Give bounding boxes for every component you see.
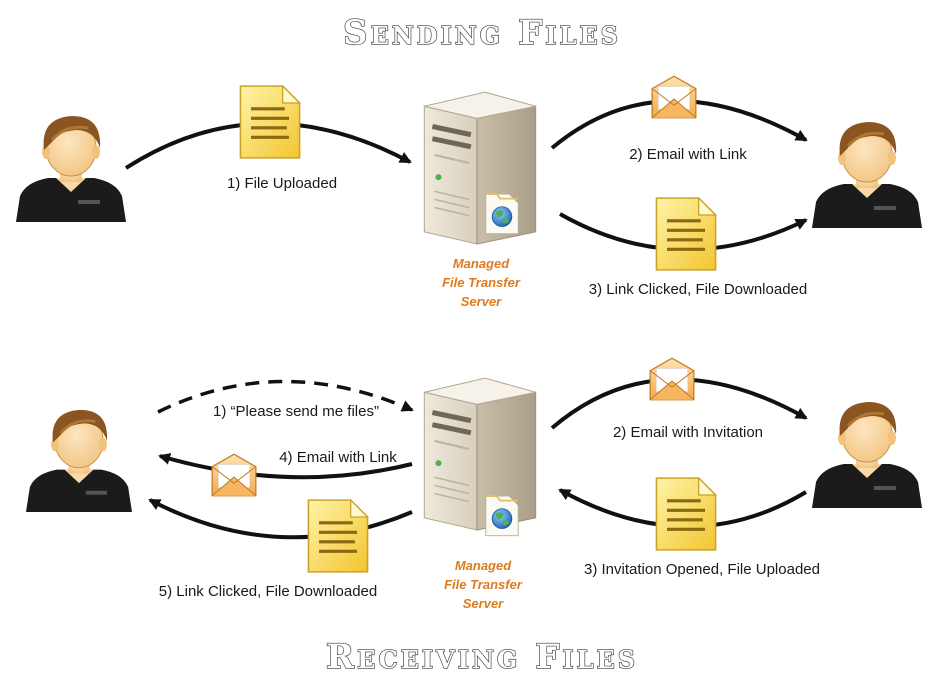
label-receive-step3: 3) Invitation Opened, File Uploaded <box>584 561 820 578</box>
title-sending: Sending Files <box>343 13 621 53</box>
arrow-email-with-link-back <box>158 453 413 480</box>
label-receive-step4: 4) Email with Link <box>279 449 397 466</box>
envelope-icon-email-link-back <box>211 453 257 497</box>
label-receive-step1: 1) “Please send me files” <box>213 403 379 420</box>
label-send-step1: 1) File Uploaded <box>227 175 337 192</box>
document-icon-upload <box>239 85 301 159</box>
envelope-icon-invitation <box>649 357 695 401</box>
recipient-user-icon <box>812 120 922 228</box>
requester-user-icon <box>26 408 132 514</box>
server-label-line2-bottom: File Transfer <box>444 577 523 592</box>
arrow-please-send-files <box>157 379 414 414</box>
label-send-step3: 3) Link Clicked, File Downloaded <box>589 281 807 298</box>
server-label-line1-bottom: Managed <box>455 558 512 573</box>
server-label-line3-bottom: Server <box>463 596 504 611</box>
server-label-line1-top: Managed <box>453 256 510 271</box>
document-icon-upload-back <box>655 477 717 551</box>
globe-icon-top <box>484 193 520 235</box>
label-receive-step5: 5) Link Clicked, File Downloaded <box>159 583 377 600</box>
server-icon-top <box>424 92 535 244</box>
document-icon-download <box>655 197 717 271</box>
label-send-step2: 2) Email with Link <box>629 146 747 163</box>
globe-icon-bottom <box>484 495 520 537</box>
server-label-line2-top: File Transfer <box>442 275 521 290</box>
label-receive-step2: 2) Email with Invitation <box>613 424 763 441</box>
document-icon-download-back <box>307 499 369 573</box>
sender-external-user-icon <box>812 400 922 508</box>
title-receiving: Receiving Files <box>326 637 638 677</box>
sender-user-icon <box>16 114 126 222</box>
envelope-icon-email-link <box>651 75 697 119</box>
server-icon-bottom <box>424 378 535 530</box>
server-label-line3-top: Server <box>461 294 502 309</box>
arrow-link-clicked-download-back <box>148 498 413 540</box>
